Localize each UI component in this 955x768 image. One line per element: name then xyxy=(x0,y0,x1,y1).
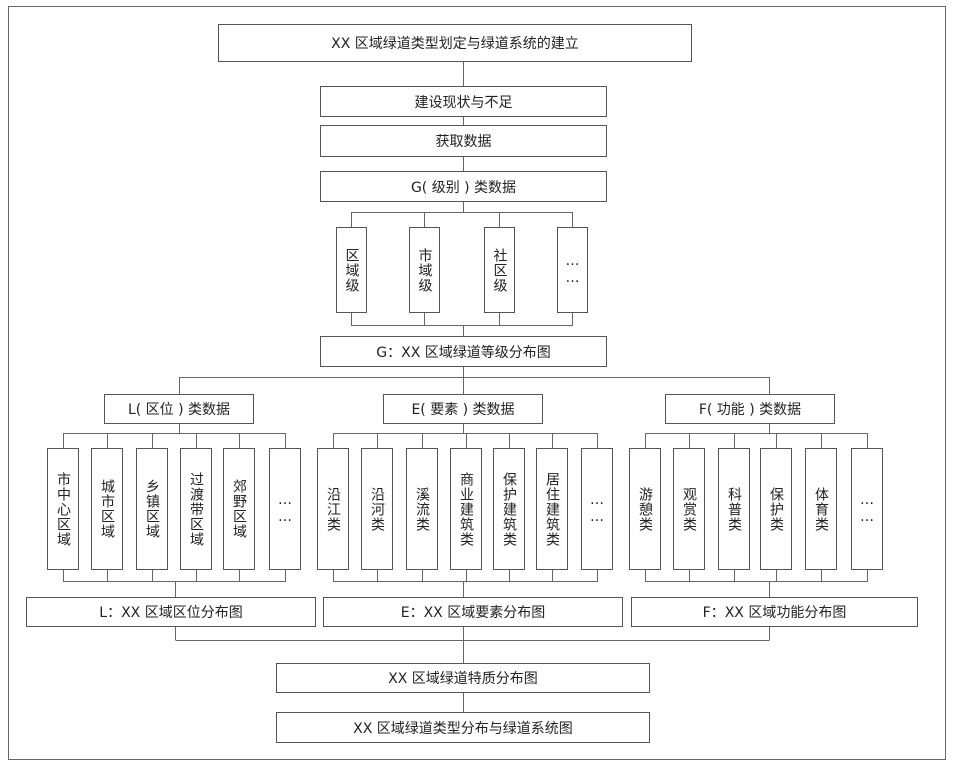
e-item: 溪流类 xyxy=(406,448,438,570)
f-item: 体育类 xyxy=(805,448,837,570)
l-item: 过渡带区域 xyxy=(180,448,212,570)
g-item: …… xyxy=(557,227,588,313)
final-map-box: XX 区域绿道类型分布与绿道系统图 xyxy=(276,712,650,743)
acquire-data-box: 获取数据 xyxy=(320,125,607,157)
title-box: XX 区域绿道类型划定与绿道系统的建立 xyxy=(218,24,692,62)
f-item: 游憩类 xyxy=(629,448,661,570)
g-item: 市域级 xyxy=(409,227,440,313)
e-item: 居住建筑类 xyxy=(536,448,568,570)
l-item: …… xyxy=(269,448,301,570)
e-data-box: E( 要素 ) 类数据 xyxy=(383,394,543,424)
f-item: 保护类 xyxy=(760,448,792,570)
f-data-box: F( 功能 ) 类数据 xyxy=(665,394,835,424)
g-data-box: G( 级别 ) 类数据 xyxy=(320,171,607,202)
e-item: 商业建筑类 xyxy=(450,448,482,570)
l-item: 市中心区域 xyxy=(47,448,79,570)
e-item: 沿河类 xyxy=(361,448,393,570)
f-item: …… xyxy=(851,448,883,570)
e-map-box: E：XX 区域要素分布图 xyxy=(323,597,623,627)
e-item: 沿江类 xyxy=(317,448,349,570)
trait-map-box: XX 区域绿道特质分布图 xyxy=(276,663,650,693)
f-item: 观赏类 xyxy=(673,448,705,570)
f-map-box: F：XX 区域功能分布图 xyxy=(631,597,918,627)
l-data-box: L( 区位 ) 类数据 xyxy=(104,394,254,424)
f-item: 科普类 xyxy=(718,448,750,570)
diagram-frame xyxy=(8,6,946,760)
g-item: 社区级 xyxy=(484,227,515,313)
l-item: 郊野区域 xyxy=(223,448,255,570)
l-item: 城市区域 xyxy=(91,448,123,570)
e-item: …… xyxy=(581,448,613,570)
l-item: 乡镇区域 xyxy=(136,448,168,570)
e-item: 保护建筑类 xyxy=(493,448,525,570)
l-map-box: L：XX 区域区位分布图 xyxy=(26,597,316,627)
g-item: 区域级 xyxy=(336,227,367,313)
status-box: 建设现状与不足 xyxy=(320,86,607,117)
g-map-box: G：XX 区域绿道等级分布图 xyxy=(320,336,607,367)
